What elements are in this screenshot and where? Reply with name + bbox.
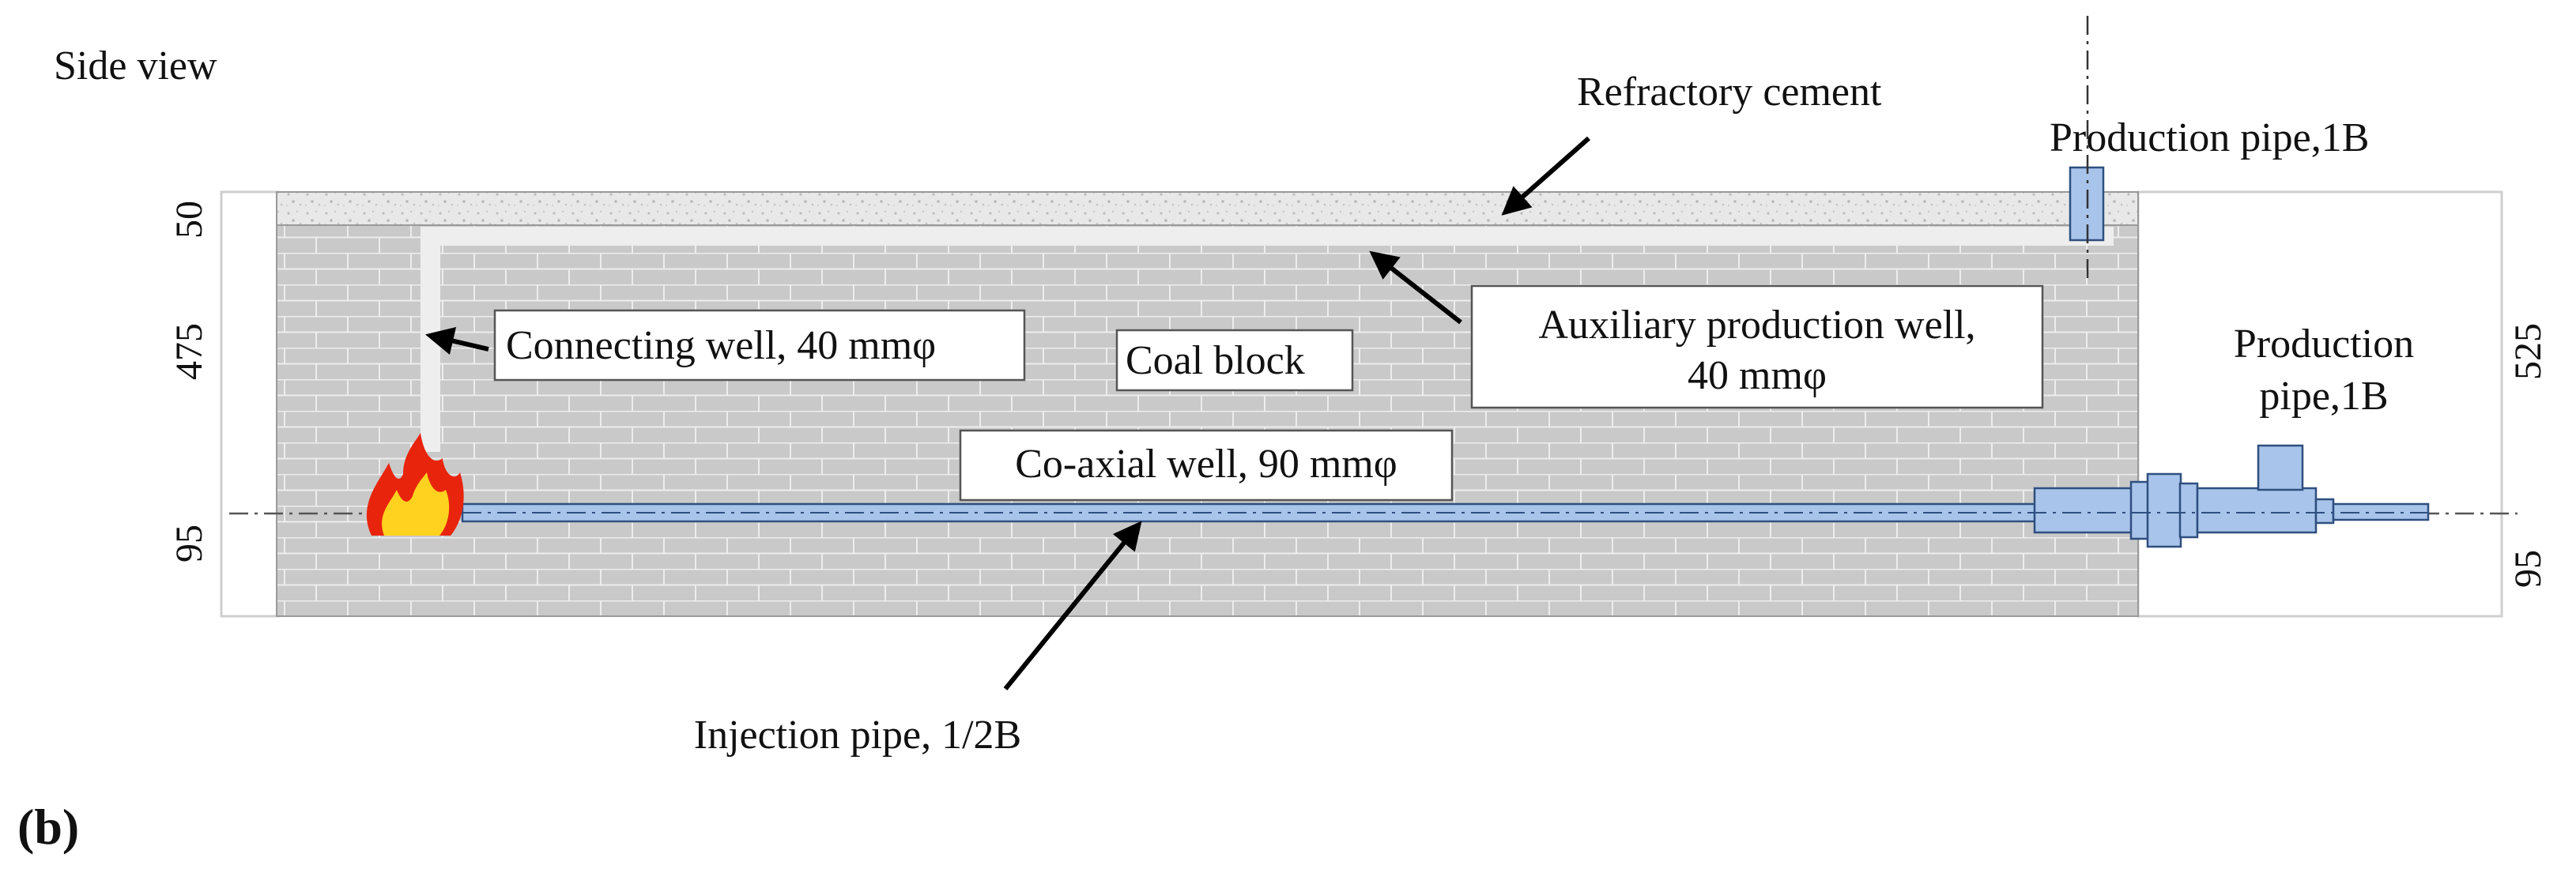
dimension-left-bottom: 95 [168,525,210,562]
pipe-fitting-flange [2129,480,2150,540]
dimension-left-middle: 475 [168,323,210,380]
pipe-fitting-ring [2178,482,2199,539]
dimension-left-top: 50 [168,201,210,239]
pipe-tee-body [2196,487,2318,534]
coal-block [276,224,2139,617]
connecting-well-label: Connecting well, 40 mmφ [506,323,936,368]
arrow-refractory-cement [1501,136,1590,216]
view-title: Side view [54,43,217,88]
injection-pipe-label: Injection pipe, 1/2B [694,713,1021,758]
production-pipe-right [2257,444,2304,491]
auxiliary-well-label-line1: Auxiliary production well, [1538,303,1975,348]
coaxial-well-label-box [959,429,1454,502]
arrow-connecting-well [424,327,489,356]
connecting-well-label-box [493,309,1026,382]
right-frame [2137,190,2503,618]
pipe-reducer [2314,498,2335,525]
auxiliary-production-well-channel [421,227,2114,246]
coaxial-well-label: Co-axial well, 90 mmφ [1015,442,1397,487]
dimension-right-bottom: 95 [2507,550,2549,588]
arrow-injection-pipe [1003,521,1142,690]
production-pipe-right-label-line2: pipe,1B [2259,374,2388,419]
coal-block-label: Coal block [1126,338,1305,383]
refractory-cement-label: Refractory cement [1577,70,1882,115]
dimension-right-top: 525 [2507,323,2549,380]
arrow-auxiliary-well [1369,250,1462,325]
production-pipe-top-label: Production pipe,1B [2050,115,2369,160]
auxiliary-well-label-line2: 40 mmφ [1688,353,1827,398]
pipe-fitting-nut [2146,472,2182,548]
fire-icon [366,433,464,536]
production-pipe-right-label-line1: Production [2234,322,2414,367]
auxiliary-well-label-box [1470,284,2044,409]
refractory-cement-layer [276,191,2139,226]
coal-block-label-box [1115,329,1354,392]
coaxial-pipe-housing [2033,487,2147,534]
panel-label: (b) [17,799,79,855]
left-frame [220,190,280,618]
